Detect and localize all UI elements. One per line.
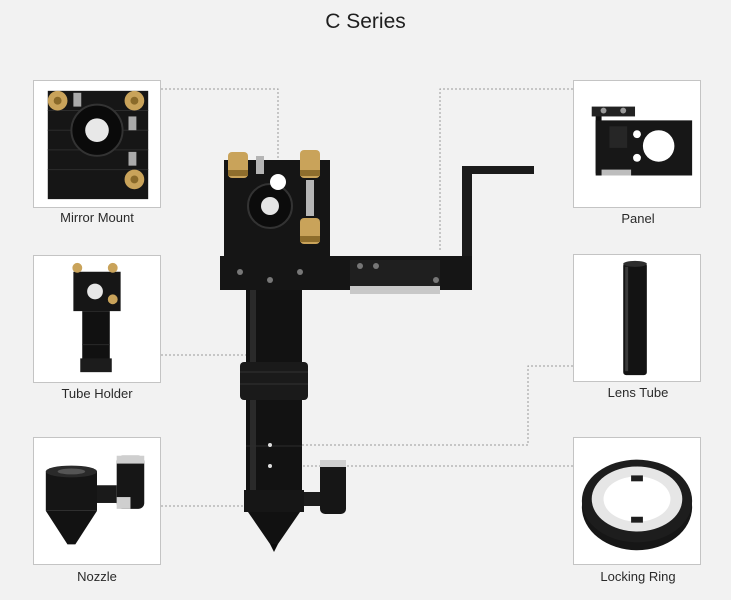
laser-head-assembly-image (220, 150, 534, 552)
nozzle-image (45, 455, 145, 545)
lens-tube-label: Lens Tube (607, 385, 669, 400)
leader-line-lens-tube (280, 365, 573, 446)
panel-image (591, 106, 693, 176)
locking-ring-thumbnail[interactable] (573, 437, 701, 565)
locking-ring-image (581, 459, 693, 551)
tube-holder-thumbnail[interactable] (33, 255, 161, 383)
panel-thumbnail[interactable] (573, 80, 701, 208)
mirror-mount-thumbnail[interactable] (33, 80, 161, 208)
mirror-mount-image (47, 90, 149, 200)
lens-tube-image (623, 260, 647, 376)
nozzle-thumbnail[interactable] (33, 437, 161, 565)
page-title: C Series (325, 10, 406, 33)
leader-line-panel (439, 88, 573, 252)
leader-line-mirror-mount (161, 88, 279, 185)
panel-label: Panel (621, 211, 655, 226)
tube-holder-image (72, 262, 121, 373)
nozzle-label: Nozzle (77, 569, 117, 584)
tube-holder-label: Tube Holder (61, 386, 133, 401)
mirror-mount-label: Mirror Mount (60, 210, 134, 225)
lens-tube-thumbnail[interactable] (573, 254, 701, 382)
locking-ring-label: Locking Ring (600, 569, 676, 584)
